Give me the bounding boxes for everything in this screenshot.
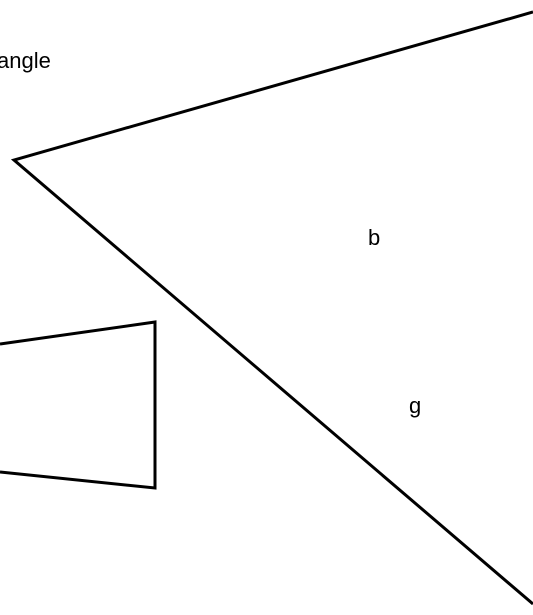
triangle-b <box>10 10 533 606</box>
label-g: g <box>409 393 421 418</box>
label-b: b <box>368 225 380 250</box>
angle-text: angle <box>0 48 51 73</box>
quadrilateral-g <box>0 320 157 490</box>
